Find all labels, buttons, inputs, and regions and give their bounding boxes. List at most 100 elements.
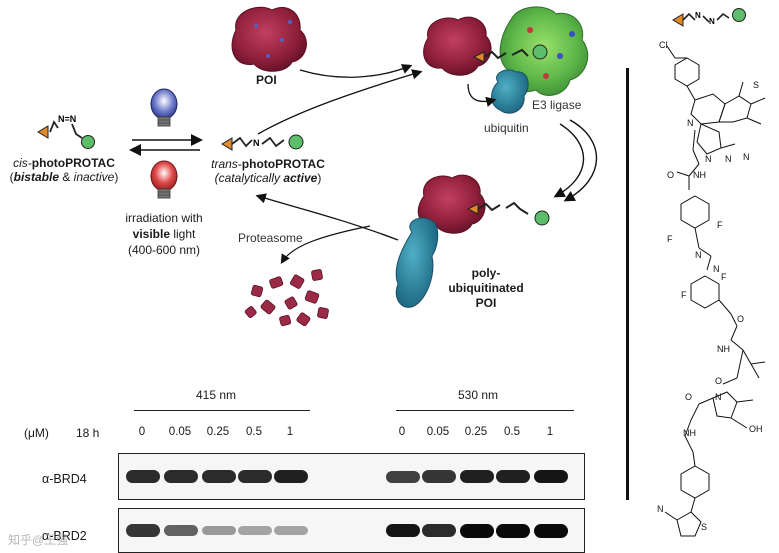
trans-to-complex-arrow [258, 72, 420, 134]
band-BRD2-415-2 [202, 526, 236, 535]
ubiquitin-label: ubiquitin [484, 121, 529, 135]
band-BRD4-530-0 [386, 471, 420, 483]
irradiation-line1: irradiation with [125, 211, 202, 225]
wavelength-415-label: 415 nm [196, 388, 236, 402]
polyub-line1: poly- [472, 266, 501, 280]
band-BRD4-415-2 [202, 470, 236, 483]
e3-ligase-label: E3 ligase [532, 98, 581, 112]
band-BRD4-415-0 [126, 470, 160, 483]
trans-photoprotac-label: trans-photoPROTAC (catalytically active) [198, 157, 338, 185]
svg-text:O: O [715, 376, 722, 386]
cis-photoprotac-icon: N=N [38, 114, 95, 149]
svg-text:N: N [687, 118, 694, 128]
band-BRD2-415-4 [274, 526, 308, 534]
cis-prefix: cis- [13, 156, 32, 170]
trans-active: active [283, 171, 317, 185]
band-BRD2-530-4 [534, 524, 568, 538]
conc-415-lane-1: 0.05 [166, 426, 194, 438]
svg-text:S: S [753, 80, 759, 90]
brd4-label: α-BRD4 [42, 472, 87, 486]
wavelength-530-bar [396, 410, 574, 411]
conc-415-lane-2: 0.25 [204, 426, 232, 438]
ubiquitination-arrow-2 [556, 124, 584, 196]
svg-text:N: N [695, 11, 701, 20]
svg-text:N: N [709, 17, 715, 26]
conc-530-lane-2: 0.25 [462, 426, 490, 438]
polyub-line3: POI [476, 296, 497, 310]
conc-530-lane-0: 0 [388, 426, 416, 438]
band-BRD2-530-1 [422, 524, 456, 537]
polyubiquitinated-label: poly- ubiquitinated POI [446, 266, 526, 311]
conc-530-lane-3: 0.5 [498, 426, 526, 438]
wavelength-530-label: 530 nm [458, 388, 498, 402]
trans-photoprotac-icon: N [222, 135, 303, 150]
poi-label: POI [256, 73, 277, 87]
concentration-unit: (μM) [24, 426, 49, 440]
wavelength-415-bar [134, 410, 310, 411]
cis-sub-mid: & [59, 170, 74, 184]
band-BRD4-415-4 [274, 470, 308, 483]
svg-text:N: N [713, 264, 720, 274]
chemical-structure: N N [655, 0, 779, 553]
polyub-line2: ubiquitinated [448, 281, 523, 295]
svg-text:O: O [737, 314, 744, 324]
band-BRD2-530-0 [386, 524, 420, 538]
watermark: 知乎@王强 [8, 531, 68, 548]
svg-text:N: N [725, 154, 732, 164]
cis-inactive: inactive [74, 170, 115, 184]
band-BRD2-530-2 [460, 524, 494, 538]
svg-text:F: F [721, 272, 727, 282]
svg-text:N: N [705, 154, 712, 164]
cis-sub-close: ) [114, 170, 118, 184]
irradiation-light: light [170, 227, 195, 241]
svg-text:S: S [701, 522, 707, 532]
svg-text:OH: OH [749, 424, 763, 434]
svg-text:NH: NH [683, 428, 696, 438]
band-BRD2-415-0 [126, 524, 160, 536]
binding-arrow [300, 66, 410, 77]
svg-text:NH: NH [717, 344, 730, 354]
degraded-fragments [244, 269, 328, 326]
irradiation-visible: visible [133, 227, 170, 241]
time-label: 18 h [76, 426, 99, 440]
band-BRD2-415-3 [238, 526, 272, 534]
band-BRD2-530-3 [496, 524, 530, 538]
svg-text:N: N [695, 250, 702, 260]
svg-text:N=N: N=N [58, 114, 76, 124]
band-BRD4-530-2 [460, 470, 494, 483]
band-BRD2-415-1 [164, 525, 198, 536]
svg-text:O: O [685, 392, 692, 402]
vertical-divider [626, 68, 629, 500]
proteasome-label: Proteasome [238, 231, 303, 245]
svg-text:NH: NH [693, 170, 706, 180]
svg-text:N: N [657, 504, 664, 514]
band-BRD4-530-1 [422, 470, 456, 482]
band-BRD4-530-4 [534, 470, 568, 484]
photoprotac-legend-icon: N N [673, 9, 746, 27]
blue-light-bulb-icon [151, 89, 177, 126]
trans-name: photoPROTAC [242, 157, 325, 171]
conc-415-lane-4: 1 [276, 426, 304, 438]
svg-text:N: N [715, 392, 722, 402]
svg-text:O: O [667, 170, 674, 180]
gel-brd4 [118, 453, 585, 500]
cis-photoprotac-label: cis-photoPROTAC (bistable & inactive) [4, 156, 124, 184]
cis-bistable: bistable [14, 170, 59, 184]
irradiation-label: irradiation with visible light (400-600 … [104, 210, 224, 258]
cis-name: photoPROTAC [32, 156, 115, 170]
svg-text:F: F [681, 290, 687, 300]
svg-text:Cl: Cl [659, 40, 668, 50]
conc-530-lane-4: 1 [536, 426, 564, 438]
band-BRD4-415-1 [164, 470, 198, 483]
conc-415-lane-3: 0.5 [240, 426, 268, 438]
conc-415-lane-0: 0 [128, 426, 156, 438]
svg-text:F: F [717, 220, 723, 230]
svg-text:N: N [743, 152, 750, 162]
irradiation-range: (400-600 nm) [128, 243, 200, 257]
trans-sub: (catalytically [215, 171, 284, 185]
svg-text:N: N [253, 138, 260, 148]
trans-sub-close: ) [317, 171, 321, 185]
trans-prefix: trans- [211, 157, 242, 171]
svg-text:F: F [667, 234, 673, 244]
ubiquitin-transfer-arrow [468, 84, 494, 101]
